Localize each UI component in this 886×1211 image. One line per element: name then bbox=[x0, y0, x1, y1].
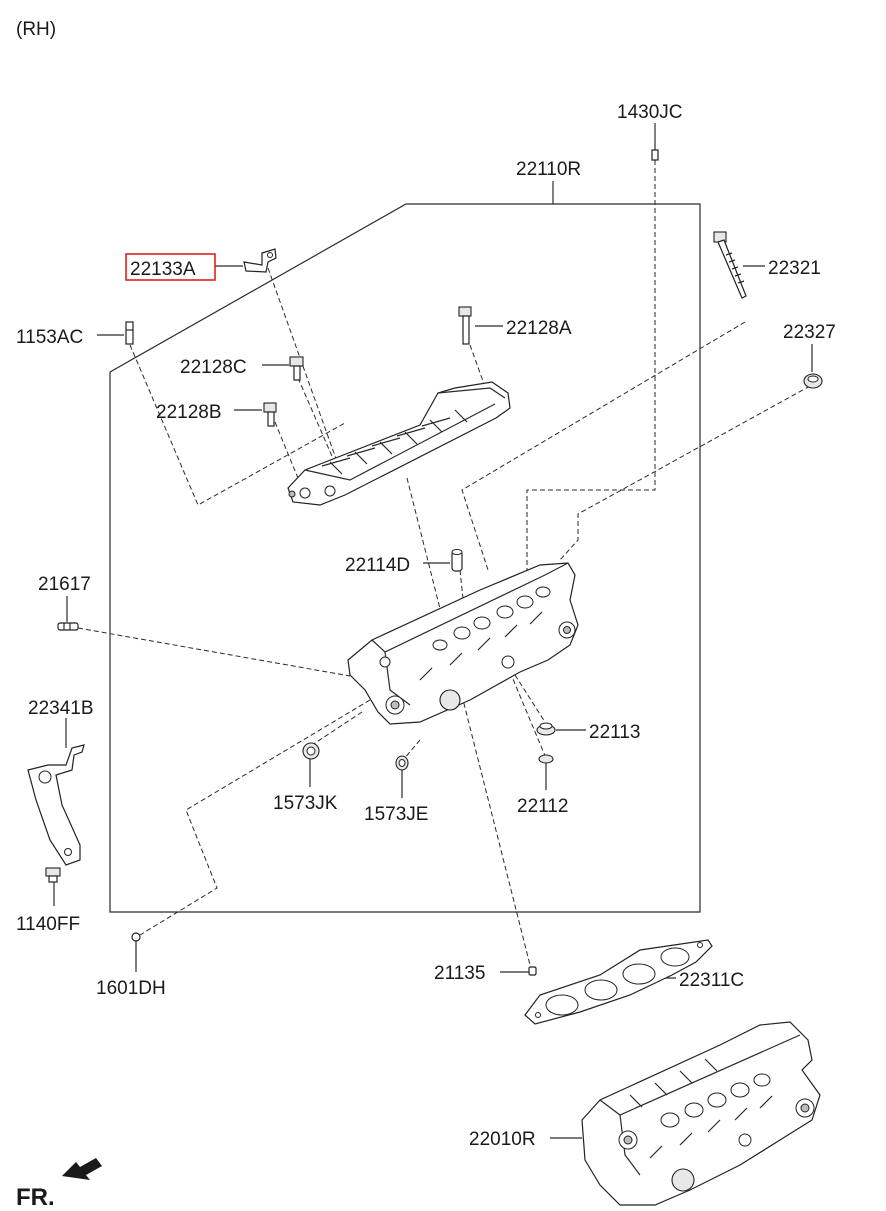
label-1573JK: 1573JK bbox=[273, 793, 338, 814]
label-22128A: 22128A bbox=[506, 318, 572, 339]
seal-22113 bbox=[536, 722, 556, 736]
label-22128B: 22128B bbox=[156, 402, 222, 423]
plug-22327 bbox=[803, 373, 823, 389]
bracket-22341B bbox=[27, 744, 85, 866]
head-gasket-22311C bbox=[524, 939, 713, 1025]
head-bolt-22321 bbox=[713, 231, 747, 299]
label-22112: 22112 bbox=[517, 796, 568, 817]
cam-carrier bbox=[287, 381, 511, 506]
direction-label: FR. bbox=[16, 1184, 55, 1211]
plug-1601DH bbox=[131, 932, 141, 942]
seat-22112 bbox=[538, 754, 554, 764]
label-22010R: 22010R bbox=[469, 1129, 536, 1150]
label-1153AC: 1153AC bbox=[16, 327, 83, 348]
label-21617: 21617 bbox=[38, 574, 91, 595]
label-1430JC: 1430JC bbox=[617, 102, 683, 123]
highlight-box-22133A bbox=[125, 253, 216, 281]
bracket-22133A bbox=[243, 248, 277, 273]
stud-1153AC bbox=[125, 321, 134, 345]
front-arrow-icon bbox=[62, 1158, 102, 1180]
label-1573JE: 1573JE bbox=[364, 804, 428, 825]
side-label: (RH) bbox=[16, 19, 56, 40]
label-22341B: 22341B bbox=[28, 698, 94, 719]
label-22133A[interactable]: 22133A bbox=[130, 259, 196, 280]
seal-ring-1573JK bbox=[302, 742, 320, 760]
label-22110R: 22110R bbox=[516, 159, 581, 180]
stud-21617 bbox=[57, 622, 79, 631]
bolt-22128B bbox=[263, 402, 277, 427]
label-21135: 21135 bbox=[434, 963, 485, 984]
label-22128C: 22128C bbox=[180, 357, 247, 378]
head-assembly-22010R bbox=[581, 1021, 821, 1206]
label-1140FF: 1140FF bbox=[16, 914, 80, 935]
tube-22114D bbox=[451, 549, 463, 572]
cylinder-head-22110R bbox=[347, 562, 579, 725]
assembly-outline bbox=[109, 203, 701, 913]
pin-21135 bbox=[528, 966, 537, 976]
label-22311C: 22311C bbox=[679, 970, 744, 991]
label-22321: 22321 bbox=[768, 258, 821, 279]
label-22113: 22113 bbox=[589, 722, 640, 743]
bolt-1140FF bbox=[45, 867, 61, 883]
seal-ring-1573JE bbox=[395, 755, 409, 771]
dowel-pin-1430JC bbox=[651, 149, 659, 161]
label-22327: 22327 bbox=[783, 322, 836, 343]
bolt-22128A bbox=[458, 306, 472, 345]
label-22114D: 22114D bbox=[345, 555, 410, 576]
bolt-22128C bbox=[289, 356, 304, 381]
label-1601DH: 1601DH bbox=[96, 978, 166, 999]
